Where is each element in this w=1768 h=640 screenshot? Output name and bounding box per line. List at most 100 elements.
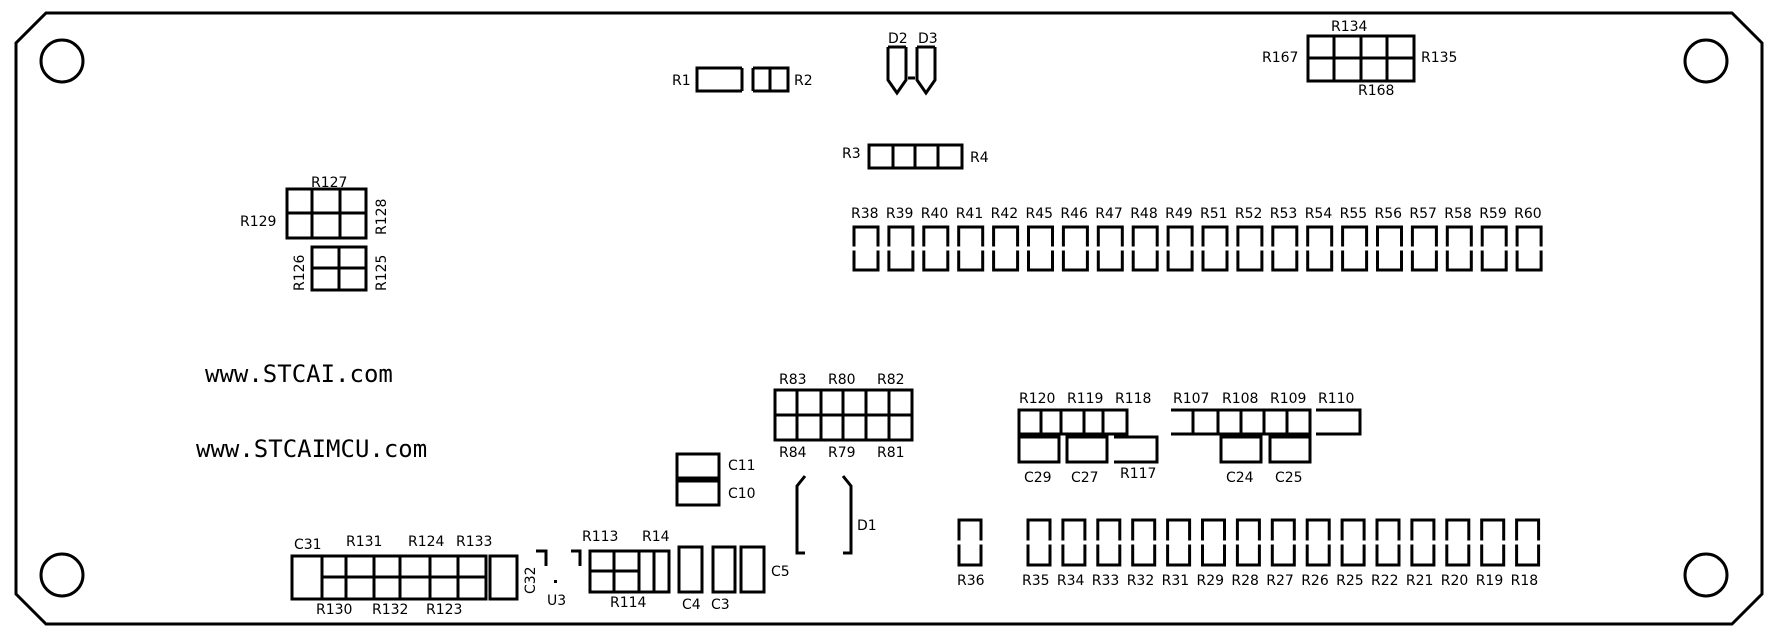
footprint-r39 (887, 225, 915, 272)
label-r58: R58 (1444, 206, 1472, 222)
footprint-r29 (1201, 518, 1226, 567)
label-r25: R25 (1336, 573, 1364, 589)
label-r59: R59 (1479, 206, 1507, 222)
label-r60: R60 (1514, 206, 1542, 222)
footprint-r49 (1166, 225, 1194, 272)
footprint-r55 (1341, 225, 1369, 272)
label-r134: R134 (1331, 19, 1368, 35)
footprint-r27 (1270, 518, 1296, 567)
label-r52: R52 (1235, 206, 1263, 222)
label-r3: R3 (842, 146, 861, 162)
footprint-r83-group (773, 388, 914, 442)
footprint-r33 (1096, 518, 1122, 567)
label-r124: R124 (408, 534, 445, 550)
label-r35: R35 (1022, 573, 1050, 589)
footprint-r36 (957, 518, 983, 567)
footprint-c11 (675, 452, 721, 480)
footprint-c31-group (290, 554, 519, 601)
website-stcaimcu: www.STCAIMCU.com (196, 435, 427, 463)
footprint-r120-group (1017, 408, 1362, 464)
label-r22: R22 (1371, 573, 1399, 589)
label-r47: R47 (1095, 206, 1123, 222)
label-r135: R135 (1421, 50, 1457, 66)
label-r107: R107 (1173, 391, 1209, 407)
label-r82: R82 (877, 372, 905, 388)
label-r126: R126 (292, 254, 308, 291)
label-r48: R48 (1130, 206, 1158, 222)
footprint-r53 (1271, 225, 1299, 272)
label-r1: R1 (672, 73, 691, 89)
label-r167: R167 (1262, 50, 1298, 66)
label-r133: R133 (456, 534, 492, 550)
label-r14: R14 (642, 529, 670, 545)
label-r128: R128 (374, 199, 390, 235)
label-r109: R109 (1270, 391, 1306, 407)
label-u3: U3 (547, 593, 566, 609)
footprint-r38 (852, 225, 880, 272)
footprint-r25 (1340, 518, 1366, 567)
label-r113: R113 (582, 529, 618, 545)
board-outline (14, 11, 1764, 626)
label-c3: C3 (711, 597, 730, 613)
label-r32: R32 (1127, 573, 1155, 589)
footprint-r21 (1410, 518, 1436, 567)
label-r123: R123 (426, 602, 462, 618)
label-r40: R40 (921, 206, 949, 222)
footprint-r18 (1515, 518, 1541, 567)
footprint-c4 (677, 545, 704, 594)
footprint-r56 (1376, 225, 1403, 272)
footprint-r22 (1375, 518, 1401, 567)
label-r39: R39 (886, 206, 914, 222)
mounting-hole-top-right (1683, 38, 1729, 84)
label-r21: R21 (1406, 573, 1434, 589)
footprint-r26 (1305, 518, 1331, 567)
label-r31: R31 (1162, 573, 1190, 589)
label-d1: D1 (857, 518, 877, 534)
label-c10: C10 (728, 486, 756, 502)
footprint-r59 (1480, 225, 1508, 272)
footprint-r19 (1480, 518, 1506, 567)
label-r49: R49 (1165, 206, 1193, 222)
label-r108: R108 (1222, 391, 1258, 407)
label-r4: R4 (970, 150, 989, 166)
footprint-r47 (1096, 225, 1124, 272)
label-r117: R117 (1120, 466, 1156, 482)
footprint-r28 (1235, 518, 1261, 567)
footprint-r134-group (1306, 34, 1416, 83)
label-r53: R53 (1270, 206, 1298, 222)
footprint-r57 (1410, 225, 1438, 272)
footprint-r3-r4 (867, 143, 964, 170)
label-r29: R29 (1197, 573, 1225, 589)
mounting-hole-bottom-left (39, 552, 85, 598)
footprint-r34 (1061, 518, 1087, 567)
footprint-r54 (1306, 225, 1334, 272)
label-r51: R51 (1200, 206, 1228, 222)
label-r41: R41 (956, 206, 984, 222)
label-c25: C25 (1275, 470, 1303, 486)
label-r55: R55 (1340, 206, 1368, 222)
label-r54: R54 (1305, 206, 1333, 222)
label-r57: R57 (1409, 206, 1437, 222)
label-c32: C32 (523, 566, 539, 594)
label-r129: R129 (240, 214, 276, 230)
label-r20: R20 (1441, 573, 1469, 589)
label-r27: R27 (1266, 573, 1294, 589)
footprint-r46 (1061, 225, 1089, 272)
label-d2: D2 (888, 31, 908, 47)
footprint-r127-group (285, 187, 368, 292)
footprint-r1-r2 (695, 66, 790, 93)
footprint-d2-d3 (886, 45, 937, 96)
footprint-r40 (922, 225, 950, 272)
label-r46: R46 (1060, 206, 1088, 222)
footprint-r20 (1445, 518, 1471, 567)
footprint-r32 (1131, 518, 1157, 567)
footprint-r31 (1166, 518, 1192, 567)
mounting-hole-top-left (39, 38, 85, 84)
footprint-u3 (536, 549, 582, 583)
label-r120: R120 (1019, 391, 1055, 407)
footprint-r35 (1026, 518, 1052, 567)
label-r80: R80 (828, 372, 856, 388)
